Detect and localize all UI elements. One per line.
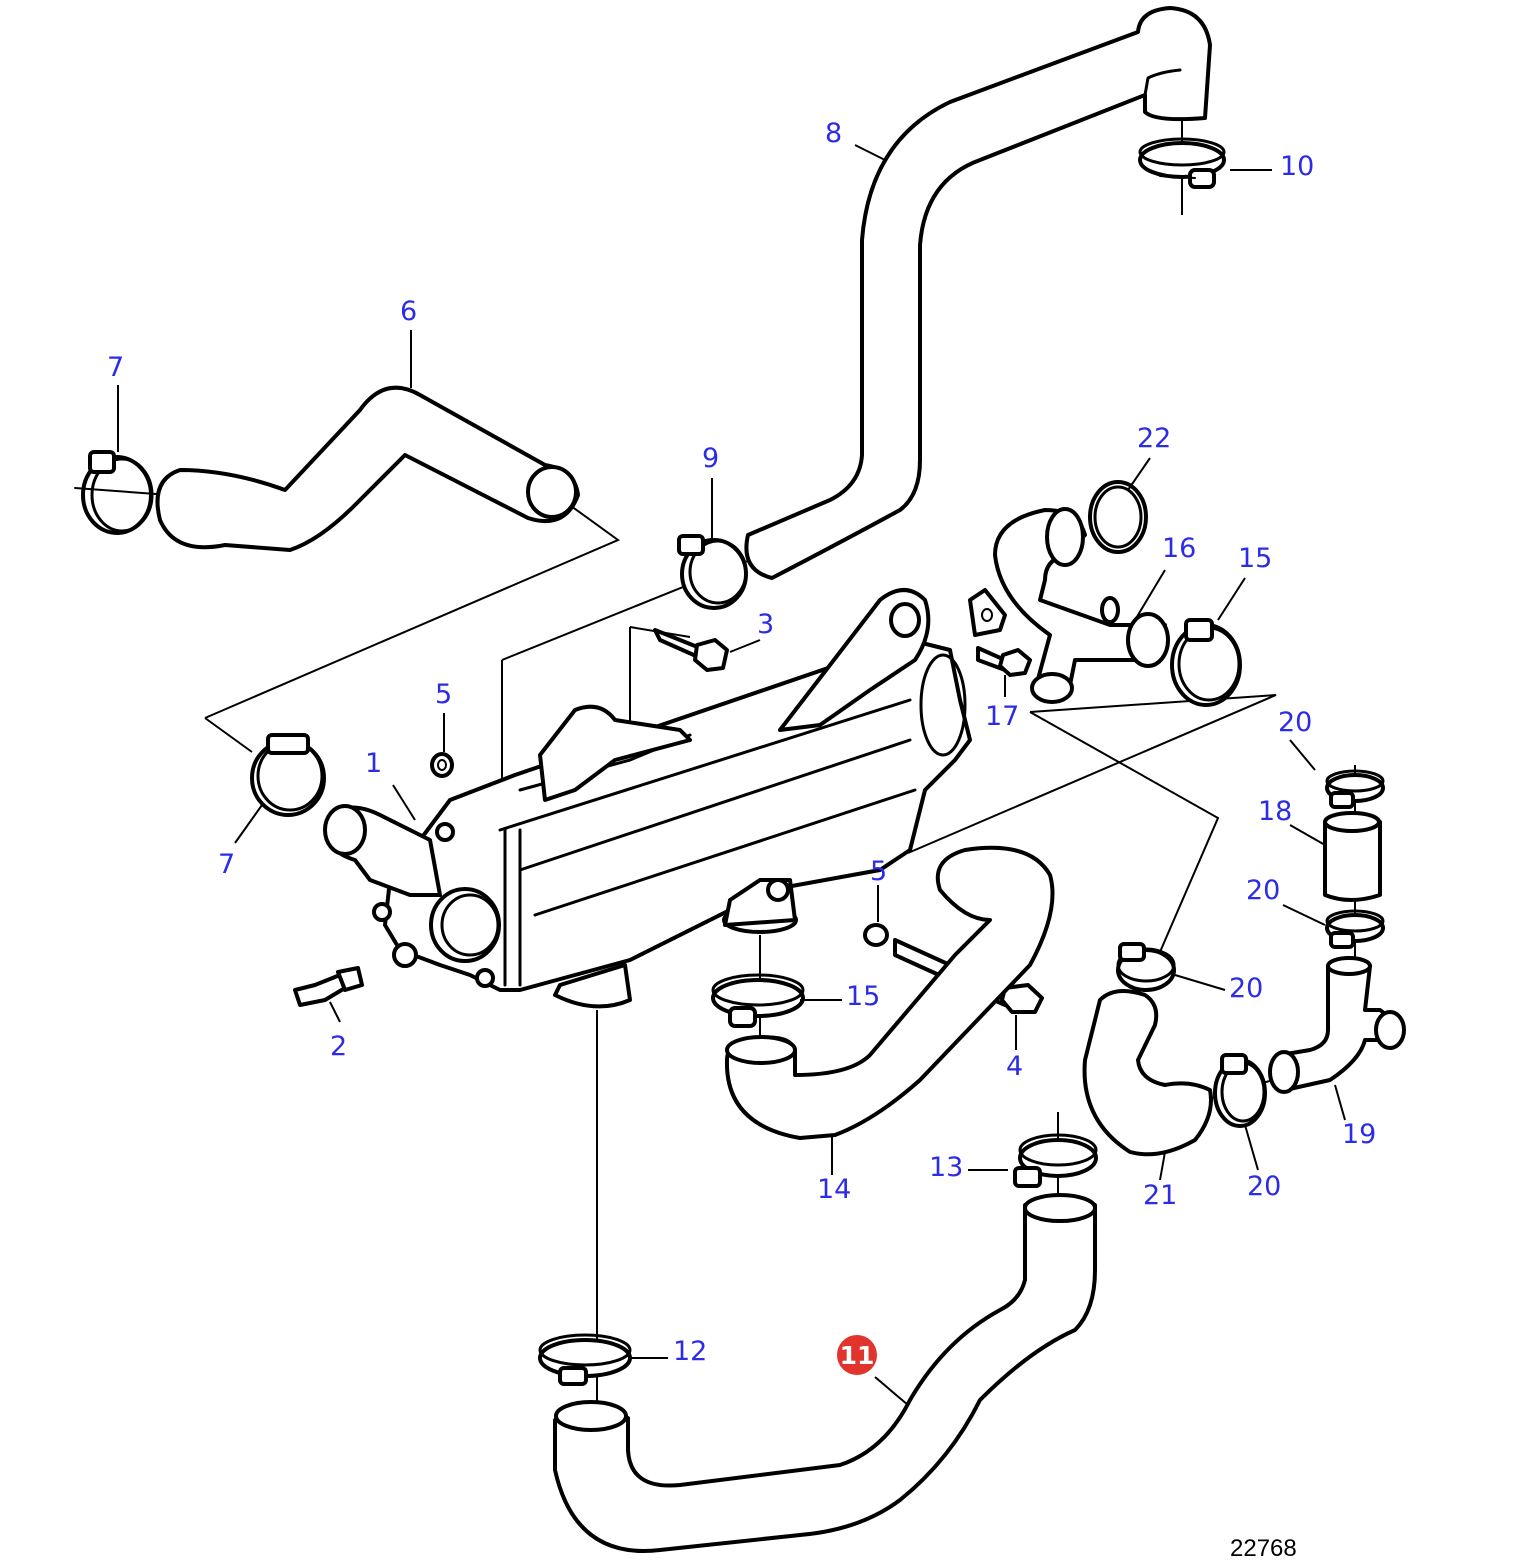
hose-21: [1082, 989, 1213, 1157]
callout-1[interactable]: 1: [365, 748, 382, 779]
bolt-3: [653, 628, 729, 672]
washer-5-upper: [430, 752, 454, 778]
callout-9[interactable]: 9: [702, 443, 719, 474]
callout-labels: 7 6 8 10 9 22 16 15 3 17 5 1 7 2 5 4 15 …: [107, 118, 1376, 1367]
callout-21[interactable]: 21: [1143, 1180, 1177, 1211]
clamp-15-lower: [711, 973, 805, 1028]
clamp-15-upper: [1170, 618, 1242, 707]
hose-8: [744, 6, 1212, 580]
callout-20-c[interactable]: 20: [1229, 973, 1263, 1004]
clamp-10: [1138, 137, 1226, 189]
callout-5-upper[interactable]: 5: [435, 679, 452, 710]
clamp-20-top: [1325, 769, 1385, 809]
pipe-16: [968, 507, 1170, 704]
callout-7-upper[interactable]: 7: [107, 352, 124, 383]
callout-20-a[interactable]: 20: [1278, 707, 1312, 738]
drawing-number: 22768: [1230, 1535, 1297, 1562]
clamp-13: [1013, 1133, 1098, 1188]
highlighted-callout-11[interactable]: 11: [837, 1335, 877, 1375]
callout-17[interactable]: 17: [985, 701, 1019, 732]
clamp-7-lower: [250, 733, 326, 817]
clamp-20-mid: [1325, 909, 1385, 949]
callout-6[interactable]: 6: [400, 296, 417, 327]
callout-8[interactable]: 8: [825, 118, 842, 149]
callout-15-lower[interactable]: 15: [846, 981, 880, 1012]
clamp-9: [677, 534, 748, 610]
hose-19: [1268, 956, 1406, 1094]
o-ring-22: [1088, 480, 1148, 554]
callout-11: 11: [840, 1341, 875, 1370]
sleeve-18: [1323, 811, 1382, 902]
callout-7-lower[interactable]: 7: [218, 849, 235, 880]
callout-15-upper[interactable]: 15: [1238, 543, 1272, 574]
bolt-17: [976, 646, 1032, 677]
clamp-12: [538, 1333, 632, 1386]
callout-20-b[interactable]: 20: [1246, 875, 1280, 906]
callout-4[interactable]: 4: [1006, 1051, 1023, 1082]
callout-leaders: [117, 144, 1346, 1406]
hose-11: [553, 1193, 1097, 1553]
clamp-20-bottom: [1213, 1053, 1267, 1128]
clamp-20-left: [1116, 942, 1176, 992]
callout-3[interactable]: 3: [757, 609, 774, 640]
callout-19[interactable]: 19: [1342, 1119, 1376, 1150]
callout-16[interactable]: 16: [1162, 533, 1196, 564]
callout-18[interactable]: 18: [1258, 796, 1292, 827]
highlight-badge: [837, 1335, 877, 1375]
sensor-2: [293, 966, 364, 1007]
callout-10[interactable]: 10: [1280, 151, 1314, 182]
callout-20-d[interactable]: 20: [1247, 1171, 1281, 1202]
callout-2[interactable]: 2: [330, 1031, 347, 1062]
callout-13[interactable]: 13: [929, 1152, 963, 1183]
clamp-7-upper: [74, 450, 157, 535]
heat-exchanger-1: [323, 588, 972, 1009]
callout-12[interactable]: 12: [673, 1336, 707, 1367]
hose-14: [724, 845, 1055, 1140]
hose-6: [155, 385, 580, 552]
callout-14[interactable]: 14: [817, 1174, 851, 1205]
callout-5-lower[interactable]: 5: [870, 856, 887, 887]
callout-22[interactable]: 22: [1137, 423, 1171, 454]
